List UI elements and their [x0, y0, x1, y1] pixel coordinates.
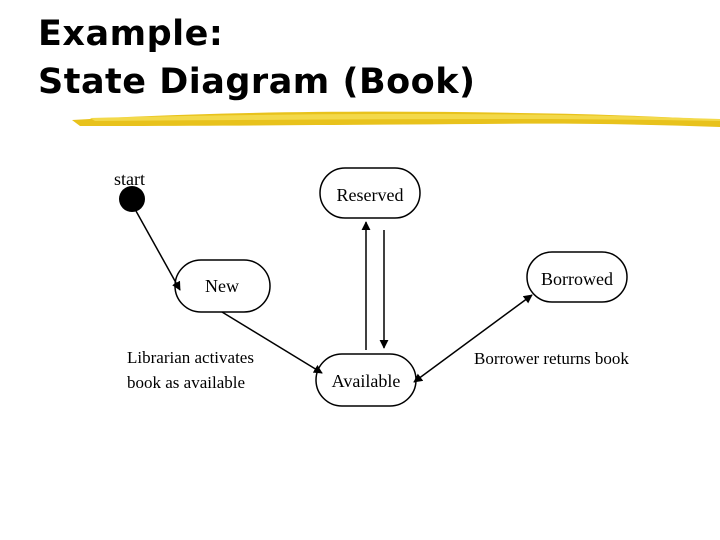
transition-label-activate-line-2: book as available [127, 373, 245, 392]
start-label: start [114, 169, 145, 189]
state-borrowed-label: Borrowed [541, 269, 613, 289]
state-new: New [174, 259, 271, 313]
start-node [119, 186, 145, 212]
transition-available-borrowed [413, 294, 533, 383]
state-borrowed: Borrowed [526, 251, 628, 303]
state-reserved-label: Reserved [337, 185, 404, 205]
title-underline [72, 111, 720, 127]
state-available: Available [315, 353, 417, 407]
state-available-label: Available [332, 371, 401, 391]
transition-label-activate-line-1: Librarian activates [127, 348, 254, 367]
transition-new-to-available [221, 311, 323, 374]
transition-start-to-new [135, 210, 181, 291]
transition-label-return: Borrower returns book [474, 349, 629, 368]
slide-title: Example: State Diagram (Book) [38, 10, 476, 106]
title-line-2: State Diagram (Book) [38, 62, 476, 102]
state-reserved: Reserved [319, 167, 421, 219]
title-line-1: Example: [38, 14, 224, 54]
state-new-label: New [205, 276, 239, 296]
